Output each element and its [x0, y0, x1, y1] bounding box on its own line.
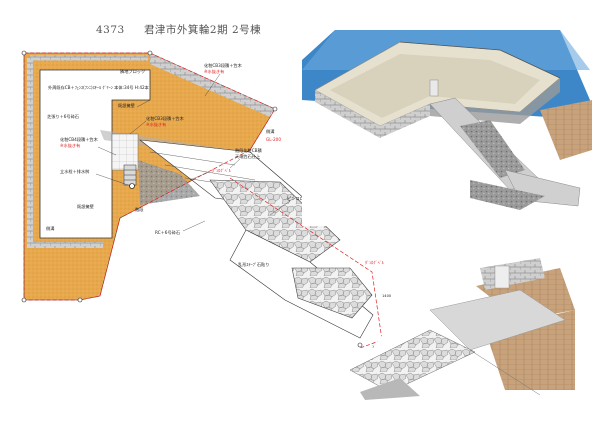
label-slope-right: ﾀﾞﾝﾛｸﾞﾍﾞﾙ	[365, 260, 385, 266]
render-bottom	[349, 258, 575, 400]
tile-pad	[111, 133, 139, 171]
label-rc: RC＋6号砕石	[155, 229, 180, 236]
label-waterproof-mid: ※水抜き有	[146, 121, 166, 128]
border-block-left	[27, 58, 103, 248]
gravel-area	[138, 160, 200, 205]
label-cb3-top: 化粧CB3段積＋笠木	[204, 62, 243, 69]
label-existing-wall-2: 既設擁壁	[77, 203, 94, 210]
title-code: 4373	[96, 24, 125, 36]
label-cb4: 化粧CB4段積＋笠木	[60, 136, 99, 143]
stair-steps	[123, 164, 137, 186]
label-tap: 立水栓＋排水桝	[60, 168, 89, 175]
label-cb3-mid: 化粧CB3段積＋笠木	[146, 115, 185, 122]
render-top	[302, 26, 592, 226]
cobble-apron	[291, 267, 373, 319]
plan-annotations: 隣地ブロック 外周既存CB＋ﾌｪﾝｽ(ﾌﾝﾆ)ｽﾁｰﾙ ｸﾞﾘｰﾝ 本体:34号…	[46, 62, 392, 349]
label-ground-level: GL-200	[266, 137, 281, 142]
label-lawn-fill: 芝張り＋6号砕石	[47, 113, 79, 120]
label-garden: 乱形ｽﾃｰﾌﾟ石貼り	[238, 261, 269, 268]
boundary-line	[23, 52, 276, 301]
leader-lines	[95, 73, 291, 232]
title-name: 君津市外箕輪2期 2号棟	[143, 24, 262, 36]
label-stair: 階段	[135, 206, 144, 213]
label-new-cb-2: 天端笠石仕上	[235, 153, 260, 160]
label-waterproof-top: ※水抜き有	[204, 68, 224, 75]
dim-label-2: 1400	[382, 294, 392, 298]
label-outer-wall: 外周既存CB＋ﾌｪﾝｽ(ﾌﾝﾆ)ｽﾁｰﾙ ｸﾞﾘｰﾝ 本体:34号 H:42本	[48, 84, 150, 91]
sheet-title: 4373 君津市外箕輪2期 2号棟	[96, 22, 261, 37]
label-new-cb-note: 側溝	[266, 128, 275, 135]
boundary-line-road	[229, 177, 383, 349]
tap-marker	[129, 183, 135, 189]
render-top-wall-left	[315, 90, 380, 138]
plan-drawing	[21, 50, 383, 349]
building-footprint	[39, 69, 151, 239]
label-existing-wall: 既設擁壁	[118, 102, 135, 109]
survey-points	[21, 50, 363, 348]
label-border-block: 隣地ブロック	[120, 68, 145, 75]
label-waterproof-cb4: ※水抜き有	[60, 142, 80, 149]
render-top-wall-front	[380, 104, 430, 138]
label-slope-left: ﾀﾞﾝﾛｸﾞﾍﾞﾙ	[212, 168, 232, 174]
render-bottom-gravel	[349, 329, 476, 393]
label-drain: 側溝	[46, 225, 55, 232]
label-new-cb: 階段化粧CB積	[235, 147, 263, 154]
render-bottom-ramp	[429, 289, 566, 351]
